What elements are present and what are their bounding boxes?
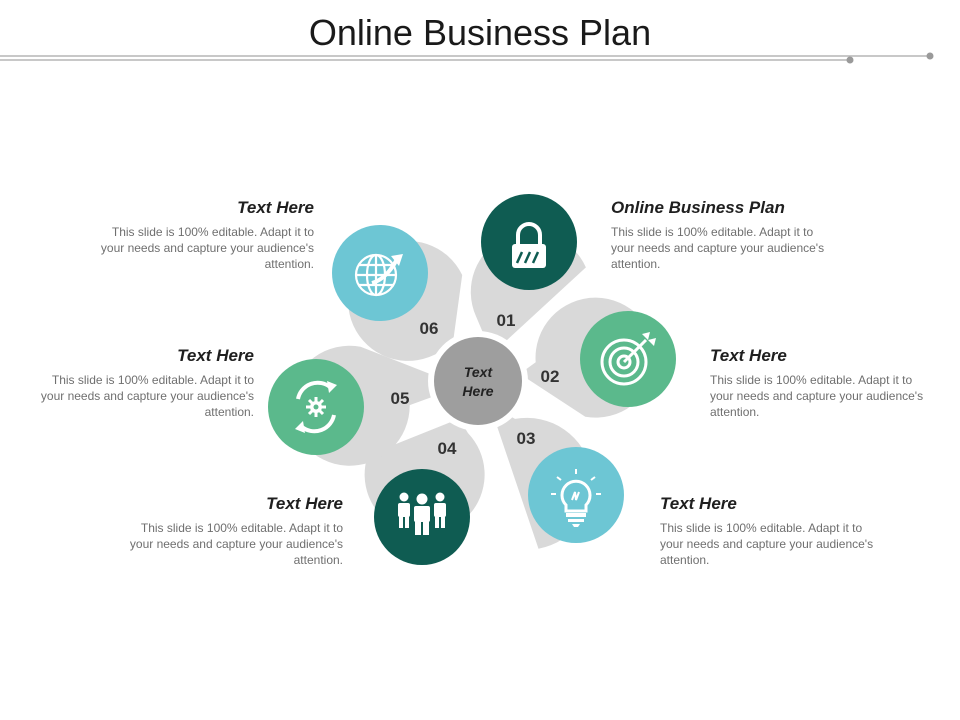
center-circle <box>434 337 522 425</box>
petal-06 <box>332 225 463 361</box>
item-02-block: Text Here This slide is 100% editable. A… <box>710 346 925 420</box>
item-03-block: Text Here This slide is 100% editable. A… <box>660 494 875 568</box>
step-number-01: 01 <box>497 311 516 330</box>
petal-01 <box>470 194 586 345</box>
item-06-block: Text Here This slide is 100% editable. A… <box>99 198 314 272</box>
item-01-description: This slide is 100% editable. Adapt it to… <box>611 225 825 271</box>
title-divider <box>0 52 934 64</box>
petal-01-circle <box>481 194 577 290</box>
item-05-heading: Text Here <box>177 346 254 365</box>
step-number-03: 03 <box>517 429 536 448</box>
step-number-05: 05 <box>391 389 410 408</box>
item-02-heading: Text Here <box>710 346 787 365</box>
item-01-block: Online Business Plan This slide is 100% … <box>611 198 826 272</box>
people-icon <box>398 492 446 535</box>
petal-06-circle <box>332 225 428 321</box>
item-03-description: This slide is 100% editable. Adapt it to… <box>660 521 874 567</box>
step-number-06: 06 <box>420 319 439 338</box>
item-06-heading: Text Here <box>237 198 314 217</box>
item-05-description: This slide is 100% editable. Adapt it to… <box>40 373 254 419</box>
lock-icon <box>512 222 546 268</box>
item-03-heading: Text Here <box>660 494 737 513</box>
item-04-block: Text Here This slide is 100% editable. A… <box>128 494 343 568</box>
petal-03 <box>492 410 624 549</box>
item-06-description: This slide is 100% editable. Adapt it to… <box>100 225 314 271</box>
globe-icon <box>354 253 403 297</box>
petal-02 <box>517 297 676 418</box>
target-icon <box>600 332 656 386</box>
gear-cycle-icon <box>295 380 337 434</box>
item-05-block: Text Here This slide is 100% editable. A… <box>39 346 254 420</box>
center-label-line2: Here <box>462 383 493 399</box>
step-number-04: 04 <box>438 439 457 458</box>
item-04-description: This slide is 100% editable. Adapt it to… <box>129 521 343 567</box>
item-01-heading: Online Business Plan <box>611 198 785 217</box>
step-number-02: 02 <box>541 367 560 386</box>
item-02-description: This slide is 100% editable. Adapt it to… <box>710 373 924 419</box>
page-title: Online Business Plan <box>308 12 652 53</box>
lightbulb-icon <box>551 469 601 527</box>
item-04-heading: Text Here <box>266 494 343 513</box>
center-label-line1: Text <box>464 364 494 380</box>
